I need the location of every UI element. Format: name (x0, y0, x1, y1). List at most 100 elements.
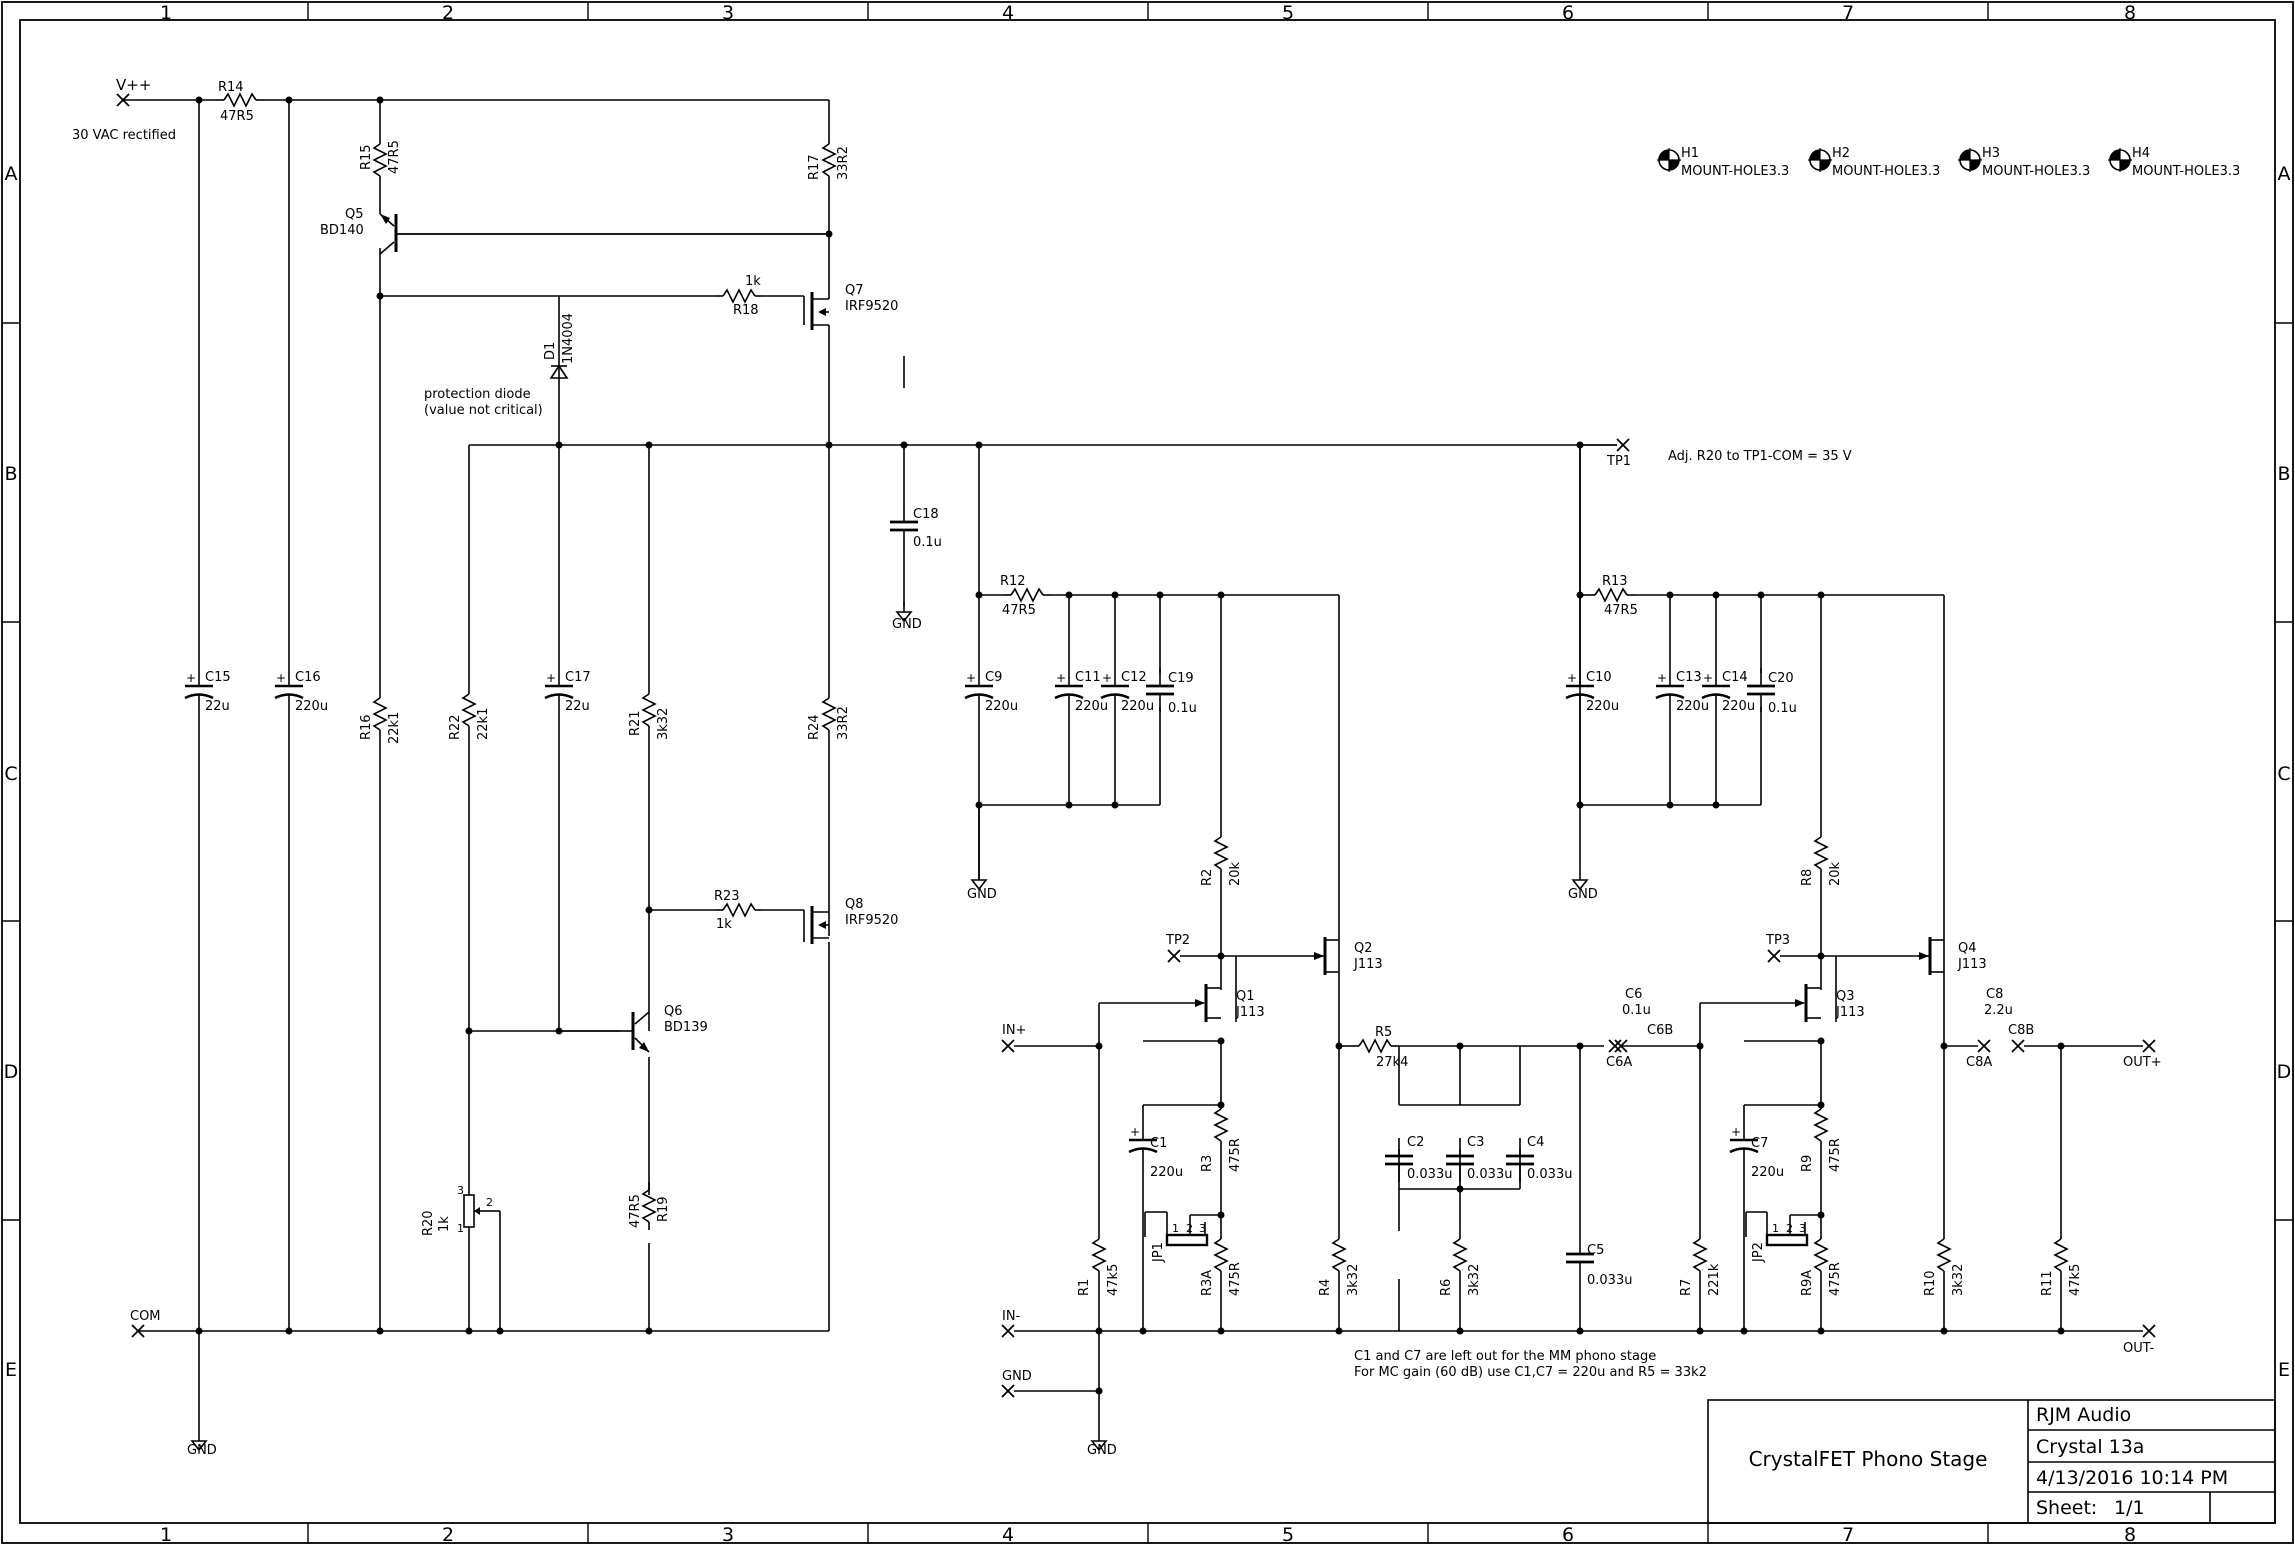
svg-text:1k: 1k (716, 917, 732, 932)
mosfet-q7[interactable]: Q7 IRF9520 (803, 283, 898, 330)
capacitor-c17[interactable]: C17 22u (543, 666, 591, 714)
svg-text:Q7: Q7 (845, 283, 864, 298)
diode-d1[interactable]: D1 1N4004 (543, 313, 576, 388)
svg-text:Q5: Q5 (345, 207, 364, 222)
svg-text:C19: C19 (1168, 671, 1194, 686)
net-c6a[interactable]: C6A (1606, 1039, 1632, 1070)
net-tp3[interactable]: TP3 (1765, 933, 1790, 963)
net-in-minus[interactable]: IN- (1001, 1309, 1021, 1338)
grid-row-b-right: B (2277, 463, 2290, 485)
svg-text:R9: R9 (1800, 1155, 1815, 1172)
svg-text:H1: H1 (1681, 146, 1699, 161)
net-vpp[interactable]: V++ (116, 76, 151, 107)
grid-col-4: 4 (1002, 2, 1014, 24)
grid-col-6: 6 (1562, 2, 1574, 24)
jfet-q4[interactable]: Q4 J113 (1917, 937, 1987, 975)
svg-text:C17: C17 (565, 670, 591, 685)
net-in-plus[interactable]: IN+ (1001, 1023, 1026, 1053)
supply-note: 30 VAC rectified (72, 128, 176, 143)
svg-text:C16: C16 (295, 670, 321, 685)
net-gnd-input[interactable]: GND (1001, 1369, 1032, 1398)
capacitor-c2[interactable]: C2 0.033u (1383, 1135, 1452, 1184)
capacitor-c3[interactable]: C30.033u (1444, 1135, 1512, 1184)
svg-text:3k32: 3k32 (656, 708, 671, 740)
svg-text:22u: 22u (565, 699, 590, 714)
svg-text:20k: 20k (1828, 861, 1843, 886)
svg-text:C15: C15 (205, 670, 231, 685)
jumper-jp2[interactable]: JP2 1 2 3 (1751, 1212, 1809, 1263)
svg-text:R3A: R3A (1200, 1270, 1215, 1296)
capacitor-c4[interactable]: C40.033u (1504, 1135, 1572, 1184)
svg-text:IRF9520: IRF9520 (845, 913, 898, 928)
jumper-jp1[interactable]: JP1 1 2 3 (1151, 1212, 1209, 1263)
svg-text:0.033u: 0.033u (1407, 1167, 1452, 1182)
transistor-q6[interactable]: Q6 BD139 (620, 1004, 708, 1053)
jfet-q1[interactable]: Q1 J113 (1195, 984, 1265, 1022)
net-c8a[interactable]: C8A (1966, 1039, 1992, 1070)
svg-text:C6A: C6A (1606, 1055, 1632, 1070)
net-tp2[interactable]: TP2 (1165, 933, 1190, 963)
svg-text:C2: C2 (1407, 1135, 1424, 1150)
jfet-q2[interactable]: Q2 J113 (1312, 920, 1383, 975)
net-out-plus[interactable]: OUT+ (2123, 1039, 2162, 1070)
potentiometer-r20[interactable]: R20 1k 3 1 2 (421, 1184, 493, 1236)
net-c6b[interactable]: C6B (1614, 1023, 1673, 1053)
svg-text:C1: C1 (1150, 1136, 1167, 1151)
title-block-date: 4/13/2016 10:14 PM (2036, 1467, 2228, 1489)
net-tp1[interactable]: TP1 (1606, 438, 1631, 469)
grid-row-d: D (4, 1061, 19, 1083)
svg-text:R4: R4 (1318, 1279, 1333, 1296)
mosfet-q8[interactable]: Q8 IRF9520 (803, 897, 898, 944)
svg-text:C14: C14 (1722, 670, 1748, 685)
transistor-q5[interactable]: Q5 BD140 (320, 207, 829, 255)
net-c8b[interactable]: C8B (2008, 1023, 2034, 1053)
svg-text:2: 2 (1786, 1222, 1793, 1235)
svg-text:GND: GND (967, 887, 997, 902)
svg-text:47k5: 47k5 (1106, 1264, 1121, 1296)
capacitor-c5[interactable]: C50.033u (1564, 1234, 1632, 1288)
net-out-minus[interactable]: OUT- (2123, 1324, 2156, 1356)
svg-text:47R5: 47R5 (220, 109, 254, 124)
net-com[interactable]: COM (130, 1309, 161, 1338)
svg-text:J113: J113 (1353, 957, 1383, 972)
jfet-q3[interactable]: Q3 J113 (1795, 984, 1865, 1022)
